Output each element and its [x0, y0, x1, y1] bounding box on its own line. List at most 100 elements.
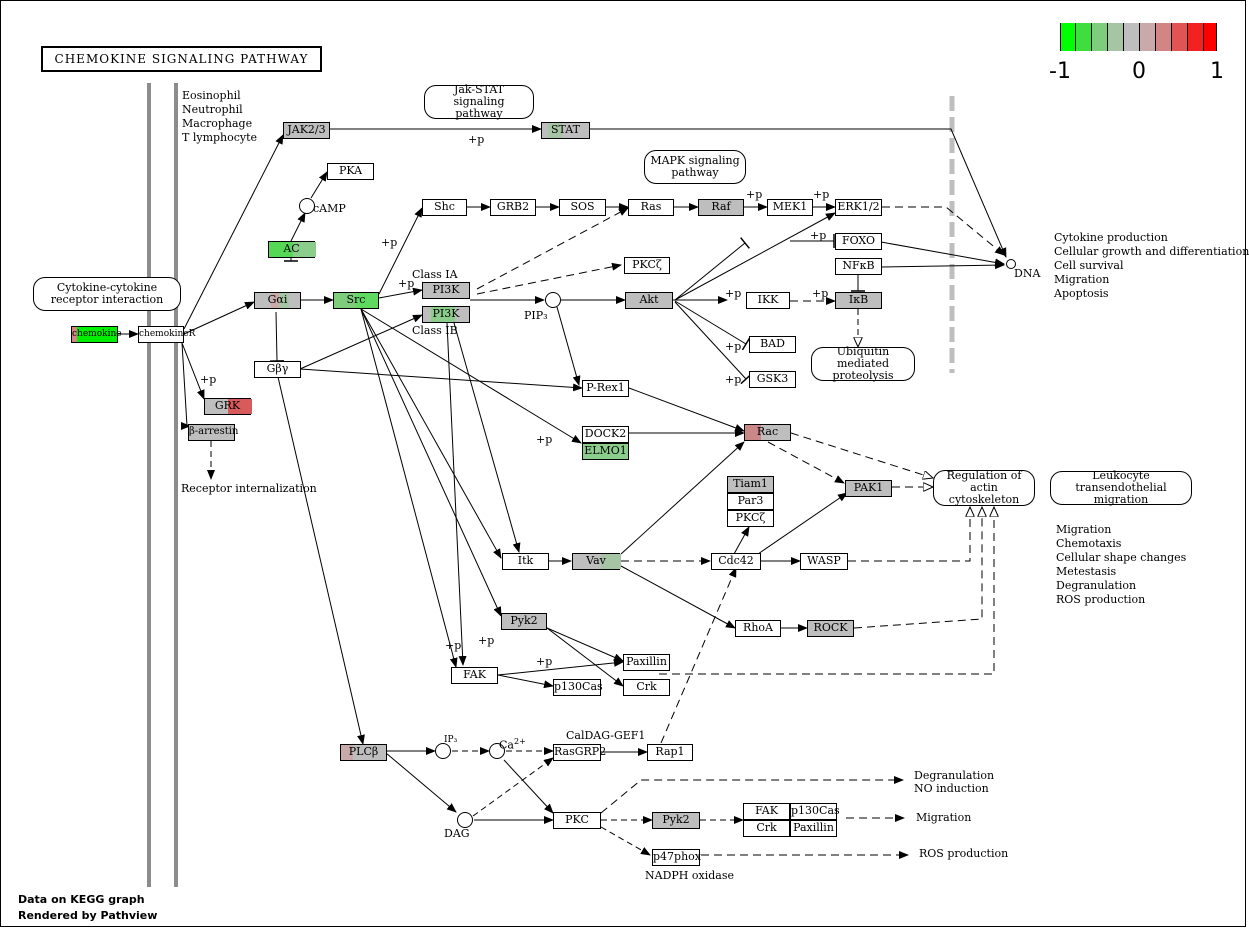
compound-ip3[interactable] [435, 743, 451, 759]
node-bad[interactable]: BAD [749, 336, 796, 353]
node-pi3k-class-ib[interactable]: PI3K [422, 306, 470, 323]
node-ras[interactable]: Ras [628, 199, 674, 216]
node-beta-arrestin[interactable]: β-arrestin [188, 424, 238, 441]
node-tiam1[interactable]: Tiam1 [727, 476, 774, 493]
node-chemokine[interactable]: chemokine [71, 326, 122, 343]
node-elmo1[interactable]: ELMO1 [582, 443, 629, 460]
footer-line-2: Rendered by Pathview [18, 909, 158, 922]
output-label: Cell survival [1054, 259, 1124, 272]
compound-calcium[interactable] [489, 743, 505, 759]
map-actin-regulation[interactable]: Regulation of actin cytoskeleton [933, 470, 1035, 506]
compound-dag[interactable] [457, 812, 473, 828]
label-receptor-internalization: Receptor internalization [181, 482, 317, 495]
cell-type-label: Eosinophil [182, 89, 241, 102]
node-fak-complex[interactable]: FAK [743, 803, 790, 820]
nuclear-output-list: Cytokine production Cellular growth and … [1054, 231, 1249, 301]
legend-cell [1156, 23, 1172, 51]
compound-pip3[interactable] [545, 292, 561, 308]
phospho-label: +p [725, 340, 742, 353]
map-jak-stat[interactable]: Jak-STAT signaling pathway [424, 84, 534, 120]
node-fak[interactable]: FAK [451, 667, 498, 684]
node-rhoa[interactable]: RhoA [735, 620, 781, 637]
phospho-label: +p [746, 188, 763, 201]
node-grk[interactable]: GRK [204, 398, 252, 415]
node-nfkb[interactable]: NFκB [835, 258, 882, 275]
node-gsk3[interactable]: GSK3 [749, 371, 796, 388]
phospho-label: +p [536, 655, 553, 668]
node-p130cas[interactable]: p130Cas [553, 679, 603, 696]
map-ubiquitin[interactable]: Ubiquitin mediated proteolysis [811, 346, 915, 382]
output-label: Degranulation [1056, 579, 1137, 592]
node-grb2[interactable]: GRB2 [490, 199, 536, 216]
label-class-ia: Class IA [412, 268, 458, 281]
label-nadph-oxidase: NADPH oxidase [645, 869, 734, 882]
node-plcb[interactable]: PLCβ [340, 744, 387, 761]
node-rac[interactable]: Rac [744, 424, 791, 441]
node-p130cas-complex[interactable]: p130Cas [790, 803, 840, 820]
node-itk[interactable]: Itk [502, 553, 549, 570]
label-calcium: Ca2+ [499, 737, 526, 752]
node-pka[interactable]: PKA [327, 163, 374, 180]
phospho-label: +p [381, 236, 398, 249]
output-label: Migration [1056, 523, 1112, 536]
node-shc[interactable]: Shc [422, 199, 467, 216]
node-pkcz[interactable]: PKCζ [624, 257, 670, 274]
node-prex1[interactable]: P-Rex1 [582, 380, 629, 397]
label-calcium-charge: 2+ [513, 737, 526, 746]
label-migration: Migration [916, 811, 972, 824]
node-rock[interactable]: ROCK [807, 620, 854, 637]
node-mek1[interactable]: MEK1 [767, 199, 813, 216]
node-pyk2[interactable]: Pyk2 [501, 613, 547, 630]
node-src[interactable]: Src [333, 292, 379, 309]
node-stat[interactable]: STAT [541, 122, 590, 139]
legend-min-label: -1 [1049, 59, 1071, 84]
map-leukocyte-migration[interactable]: Leukocyte transendothelial migration [1050, 470, 1192, 506]
node-paxillin-complex[interactable]: Paxillin [790, 820, 837, 837]
node-erk[interactable]: ERK1/2 [835, 199, 882, 216]
node-cdc42[interactable]: Cdc42 [711, 553, 761, 570]
node-paxillin[interactable]: Paxillin [623, 654, 670, 671]
label-camp: cAMP [313, 202, 346, 215]
node-pyk2-pkc[interactable]: Pyk2 [652, 812, 700, 829]
node-chemokine-receptor[interactable]: chemokineR [138, 326, 195, 343]
label-degranulation: Degranulation [914, 769, 995, 782]
map-cytokine-receptor[interactable]: Cytokine-cytokine receptor interaction [33, 277, 181, 311]
node-gby[interactable]: Gβγ [254, 361, 301, 378]
node-ikk[interactable]: IKK [746, 292, 790, 309]
legend-cell [1076, 23, 1092, 51]
label-class-ib: Class IB [412, 324, 458, 337]
node-p47phox[interactable]: p47phox [652, 849, 701, 866]
node-rasgrp2[interactable]: RasGRP2 [553, 744, 606, 761]
node-crk-complex[interactable]: Crk [743, 820, 790, 837]
legend-mid-label: 0 [1132, 59, 1146, 84]
node-rap1[interactable]: Rap1 [647, 744, 693, 761]
node-pi3k-class-ia[interactable]: PI3K [422, 282, 470, 299]
node-raf[interactable]: Raf [698, 199, 744, 216]
node-pkc[interactable]: PKC [553, 812, 601, 829]
legend-max-label: 1 [1210, 59, 1224, 84]
node-pak1[interactable]: PAK1 [845, 480, 892, 497]
node-wasp[interactable]: WASP [800, 553, 848, 570]
node-par3[interactable]: Par3 [727, 493, 774, 510]
node-ac[interactable]: AC [268, 241, 316, 258]
map-mapk[interactable]: MAPK signaling pathway [644, 150, 746, 184]
node-dock2[interactable]: DOCK2 [582, 426, 629, 443]
node-akt[interactable]: Akt [625, 292, 673, 309]
node-ikb[interactable]: IκB [835, 292, 882, 309]
compound-dna[interactable] [1006, 259, 1016, 269]
label-dag: DAG [444, 827, 470, 840]
node-pkcz-complex[interactable]: PKCζ [727, 510, 774, 527]
node-gai[interactable]: Gαi [254, 292, 301, 309]
node-crk[interactable]: Crk [623, 679, 670, 696]
node-foxo[interactable]: FOXO [835, 233, 882, 250]
legend-cell [1060, 23, 1076, 51]
phospho-label: +p [468, 133, 485, 146]
node-jak[interactable]: JAK2/3 [283, 122, 330, 139]
output-label: Cellular growth and differentiation [1054, 245, 1249, 258]
phospho-label: +p [810, 229, 827, 242]
node-sos[interactable]: SOS [559, 199, 606, 216]
node-vav[interactable]: Vav [572, 553, 621, 570]
output-label: Apoptosis [1054, 287, 1109, 300]
compound-camp[interactable] [299, 198, 315, 214]
